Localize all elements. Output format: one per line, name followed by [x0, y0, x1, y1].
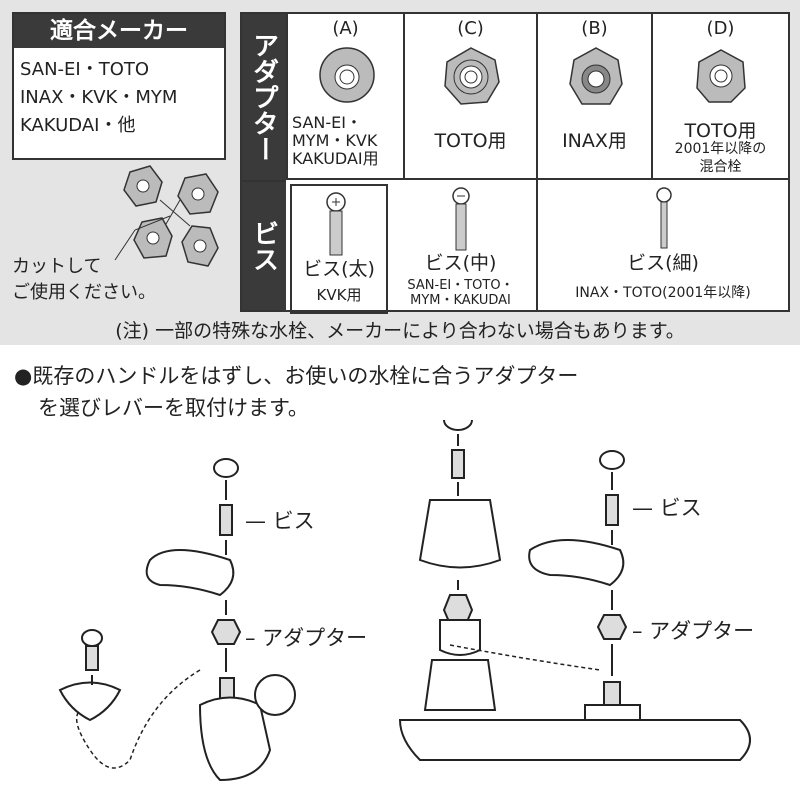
screw-name: ビス(細)	[627, 252, 699, 274]
adapter-header: アダプター	[242, 14, 286, 180]
screw-label-left: — ビス	[245, 509, 315, 533]
compatible-makers-box: 適合メーカー SAN-EI・TOTO INAX・KVK・MYM KAKUDAI・…	[12, 12, 226, 160]
screw-name: ビス(中)	[424, 252, 497, 274]
maker-line: SAN-EI・TOTO	[20, 59, 150, 80]
adapter-b-icon	[569, 47, 623, 105]
installation-diagram	[58, 420, 751, 782]
screw-header: ビス	[242, 180, 286, 310]
adapter-label-left: – アダプター	[245, 626, 368, 650]
screw-thin: ビス(細) INAX・TOTO(2001年以降)	[536, 180, 788, 310]
adapter-sprue-illustration	[114, 165, 219, 267]
adapter-code: (A)	[332, 18, 359, 39]
adapter-d-icon	[696, 49, 746, 103]
screw-medium: ビス(中) SAN-EI・TOTO・ MYM・KAKUDAI	[385, 180, 536, 310]
screw-caption: INAX・TOTO(2001年以降)	[575, 285, 751, 301]
adapter-caption: KAKUDAI用	[292, 149, 379, 168]
adapter-caption: MYM・KVK	[292, 131, 378, 150]
adapter-screw-table: アダプター ビス (A) SAN-EI・ MYM・KVK KAKUDAI用 (C…	[240, 12, 790, 314]
adapter-code: (B)	[581, 18, 608, 39]
adapter-d: (D) TOTO用 2001年以降の 混合栓	[651, 14, 788, 178]
screw-caption: MYM・KAKUDAI	[410, 293, 511, 308]
instruction-line: を選びレバーを取付けます。	[38, 396, 309, 420]
adapter-caption: SAN-EI・	[292, 113, 362, 132]
maker-line: INAX・KVK・MYM	[20, 87, 178, 108]
screw-caption: KVK用	[316, 286, 362, 304]
adapter-caption: TOTO用	[684, 120, 757, 142]
adapter-caption: 2001年以降の	[674, 141, 767, 157]
screw-thin-icon	[656, 187, 672, 249]
adapter-caption: INAX用	[562, 130, 627, 152]
adapter-caption: TOTO用	[434, 130, 507, 152]
cut-note-line: ご使用ください。	[12, 282, 156, 303]
instruction-line: ●既存のハンドルをはずし、お使いの水栓に合うアダプター	[14, 364, 579, 388]
maker-line: KAKUDAI・他	[20, 115, 136, 136]
adapter-label-right: – アダプター	[632, 619, 755, 643]
adapter-code: (C)	[457, 18, 484, 39]
adapter-code: (D)	[706, 18, 735, 39]
cut-note-line: カットして	[12, 256, 102, 277]
screw-name: ビス(太)	[303, 258, 375, 280]
adapter-a-icon	[319, 47, 375, 103]
screw-label-right: — ビス	[632, 496, 702, 520]
screw-caption: SAN-EI・TOTO・	[407, 278, 514, 293]
adapter-c: (C) TOTO用	[403, 14, 536, 178]
adapter-caption: 混合栓	[699, 159, 742, 175]
note-text: (注) 一部の特殊な水栓、メーカーにより合わない場合もあります。	[115, 320, 685, 342]
adapter-a: (A) SAN-EI・ MYM・KVK KAKUDAI用	[286, 14, 403, 178]
makers-title: 適合メーカー	[14, 14, 224, 48]
screw-thick-icon	[326, 192, 346, 256]
adapter-c-icon	[444, 47, 500, 105]
adapter-b: (B) INAX用	[536, 14, 651, 178]
screw-thick: ビス(太) KVK用	[290, 184, 388, 314]
screw-medium-icon	[452, 187, 470, 251]
cut-note: カットして ご使用ください。	[12, 254, 156, 306]
